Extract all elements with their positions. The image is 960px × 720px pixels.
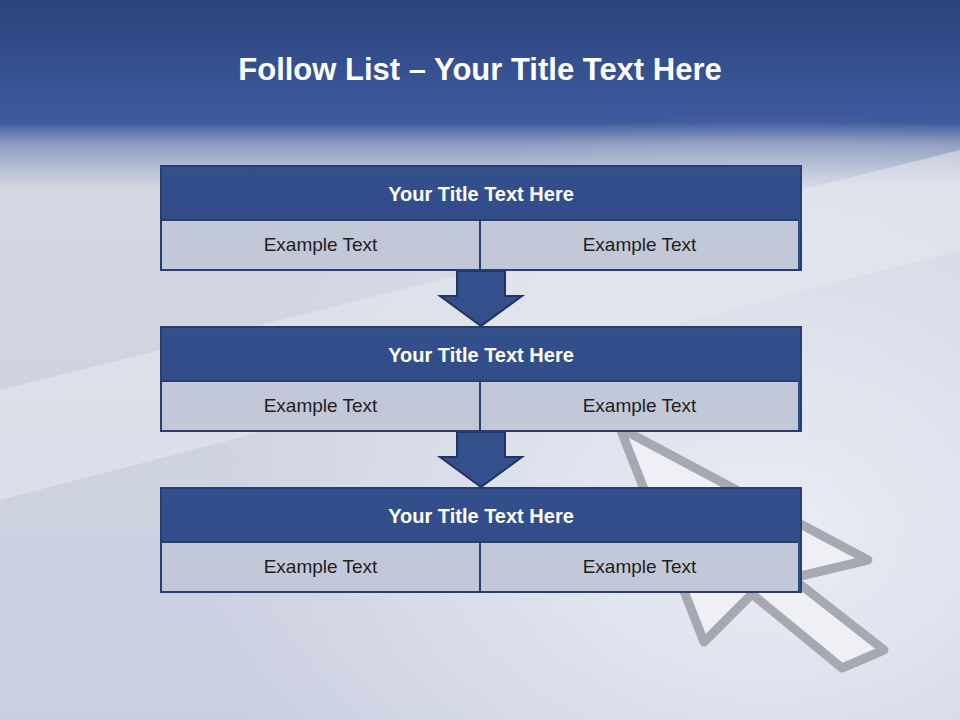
- panel-header: Your Title Text Here: [162, 489, 800, 543]
- cell-text: Example Text: [264, 395, 378, 417]
- panel-title: Your Title Text Here: [388, 183, 574, 206]
- slide-title-row: Follow List – Your Title Text Here: [0, 52, 960, 88]
- example-cell: Example Text: [162, 219, 480, 269]
- example-cell: Example Text: [162, 541, 480, 591]
- cell-text: Example Text: [583, 395, 697, 417]
- example-cell: Example Text: [162, 380, 480, 430]
- cell-text: Example Text: [264, 556, 378, 578]
- panel-title: Your Title Text Here: [388, 505, 574, 528]
- panel-title: Your Title Text Here: [388, 344, 574, 367]
- cell-text: Example Text: [583, 234, 697, 256]
- block-arrow: [440, 271, 522, 326]
- cell-text: Example Text: [264, 234, 378, 256]
- list-panel: Your Title Text HereExample Text Example …: [160, 326, 802, 432]
- slide-title: Follow List – Your Title Text Here: [238, 52, 721, 87]
- cell-text: Example Text: [583, 556, 697, 578]
- example-cell: Example Text: [480, 541, 798, 591]
- list-panel: Your Title Text HereExample Text Example …: [160, 487, 802, 593]
- block-arrow: [440, 432, 522, 487]
- example-cell: Example Text: [480, 219, 798, 269]
- example-cell: Example Text: [480, 380, 798, 430]
- list-panel: Your Title Text HereExample Text Example …: [160, 165, 802, 271]
- panel-header: Your Title Text Here: [162, 328, 800, 382]
- panel-header: Your Title Text Here: [162, 167, 800, 221]
